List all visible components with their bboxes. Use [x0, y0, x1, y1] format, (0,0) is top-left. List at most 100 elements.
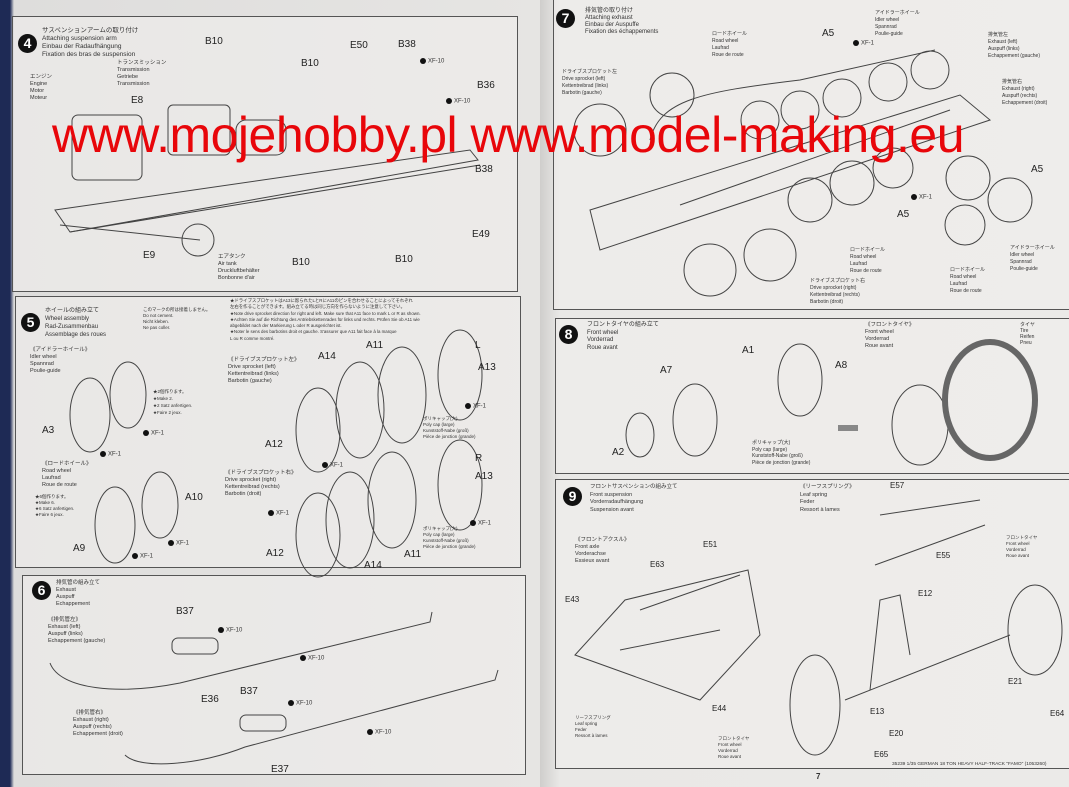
paint-xf10: XF-10 — [367, 729, 391, 736]
paint-xf1: XF-1 — [470, 520, 491, 527]
paint-xf1: XF-1 — [168, 540, 189, 547]
step-6-badge: 6 — [32, 581, 51, 600]
exhaust-right-label: 《排気管右》Exhaust (right)Auspuff (rechts)Ech… — [73, 710, 123, 737]
part-label: A10 — [185, 492, 203, 503]
paint-xf10: XF-10 — [300, 655, 324, 662]
part-label: A12 — [266, 548, 284, 559]
part-label: E8 — [131, 95, 144, 106]
part-label: A12 — [265, 439, 283, 450]
part-label: E49 — [472, 229, 490, 240]
watermark: www.mojehobby.pl www.model-making.eu — [52, 107, 965, 163]
part-label: E63 — [650, 560, 665, 569]
step-5-badge: 5 — [21, 313, 40, 332]
paint-xf1: XF-1 — [322, 462, 343, 469]
part-label: B37 — [176, 606, 194, 617]
step-9-badge: 9 — [563, 487, 582, 506]
part-label: B10 — [395, 254, 413, 265]
part-label: A3 — [42, 425, 55, 436]
part-label: E44 — [712, 704, 727, 713]
part-label: E65 — [874, 750, 889, 759]
part-label: A2 — [612, 447, 625, 458]
paint-xf1: XF-1 — [853, 40, 874, 47]
part-label: L — [475, 340, 481, 351]
part-label: E37 — [271, 764, 289, 775]
part-label: A11 — [366, 340, 384, 351]
part-label: A13 — [475, 471, 493, 482]
part-label: B10 — [292, 257, 310, 268]
part-label: B10 — [205, 36, 223, 47]
part-label: A5 — [1031, 164, 1044, 175]
paint-xf10: XF-10 — [420, 58, 444, 65]
paint-xf1: XF-1 — [143, 430, 164, 437]
part-label: B37 — [240, 686, 258, 697]
part-label: E12 — [918, 589, 933, 598]
exhaust-left-label: 《排気管左》Exhaust (left)Auspuff (links)Echap… — [48, 617, 106, 644]
do-not-cement-note: このマークの所は接着しません。Do not cement.Nicht klebe… — [143, 307, 211, 330]
part-label: A5 — [897, 209, 910, 220]
poly-cap-label: ポリキャップ(大)Poly cap (large)Kunststoff-Nabe… — [752, 440, 811, 466]
paint-xf10: XF-10 — [218, 627, 242, 634]
paint-xf1: XF-1 — [268, 510, 289, 517]
part-label: A13 — [478, 362, 496, 373]
part-label: E36 — [201, 694, 219, 705]
paint-xf1: XF-1 — [132, 553, 153, 560]
paint-xf1: XF-1 — [911, 194, 932, 201]
step-4-badge: 4 — [18, 34, 37, 53]
part-label: A14 — [318, 351, 336, 362]
make-2-note: ★2個作ります。★Make 2.★2 Satz anfertigen.★Fair… — [153, 389, 193, 415]
step-9-panel — [555, 479, 1069, 769]
page-number: 7 — [816, 772, 821, 781]
part-label: B10 — [301, 58, 319, 69]
part-label: A11 — [404, 549, 422, 560]
part-label: A7 — [660, 365, 673, 376]
step-7-badge: 7 — [556, 9, 575, 28]
part-label: E50 — [350, 40, 368, 51]
step-8-badge: 8 — [559, 325, 578, 344]
paint-xf1: XF-1 — [465, 403, 486, 410]
part-label: E43 — [565, 595, 580, 604]
part-label: B36 — [477, 80, 495, 91]
poly-cap-label: ポリキャップ(大)Poly cap (large)Kunststoff-Nabe… — [423, 416, 476, 439]
part-label: A5 — [822, 28, 835, 39]
part-label: A14 — [364, 560, 382, 571]
part-label: B38 — [475, 164, 493, 175]
drive-sprocket-left-label: 《ドライブスプロケット左》Drive sprocket (left)Ketten… — [228, 357, 300, 384]
part-label: E21 — [1008, 677, 1023, 686]
part-label: A1 — [742, 345, 755, 356]
sprocket-direction-note: ★ドライブスプロケットはA13に彫られたLとRにA11のピンを合わせることによっ… — [230, 298, 421, 341]
part-label: B38 — [398, 39, 416, 50]
footer-kit-title: 35239 1/35 GERMAN 18 TON HEAVY HALF-TRAC… — [892, 762, 1047, 767]
part-label: A9 — [73, 543, 86, 554]
paint-xf1: XF-1 — [100, 451, 121, 458]
part-label: E51 — [703, 540, 718, 549]
paint-xf10: XF-10 — [288, 700, 312, 707]
poly-cap-label: ポリキャップ(大)Poly cap (large)Kunststoff-Nabe… — [423, 526, 476, 549]
